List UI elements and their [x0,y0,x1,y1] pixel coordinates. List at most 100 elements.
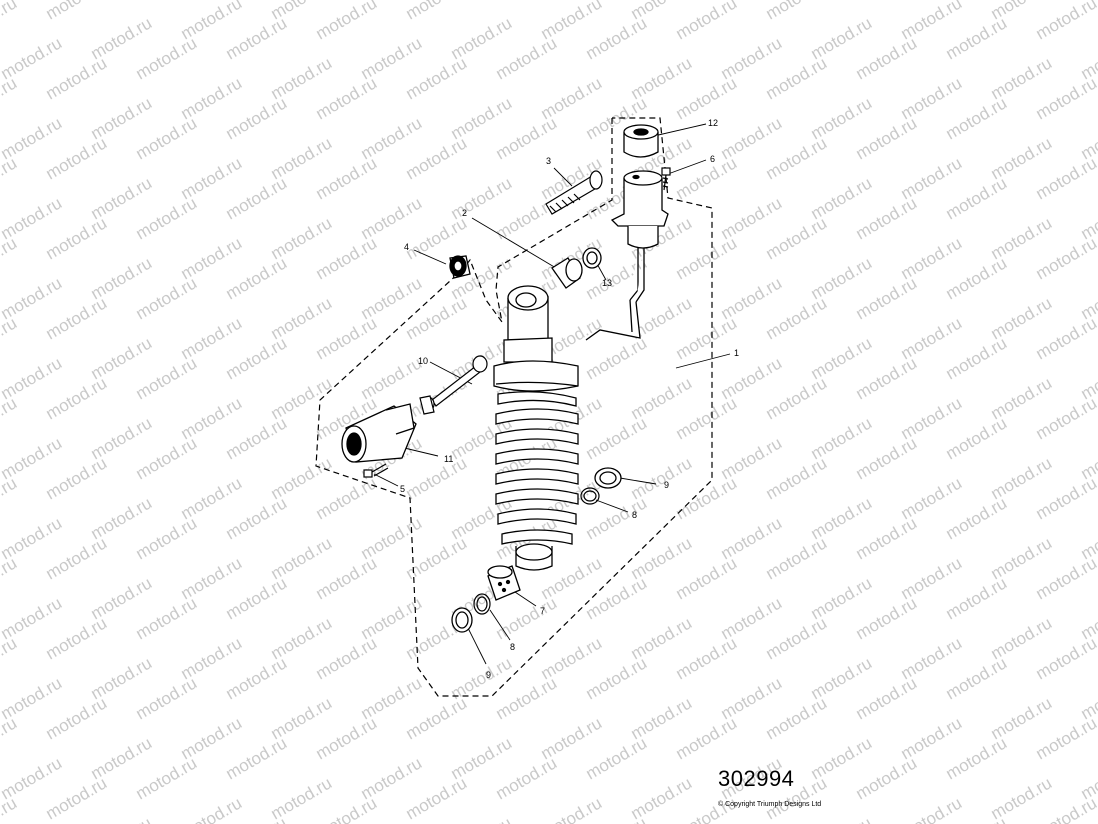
watermark-text: motod.ru [313,473,381,523]
watermark-text: motod.ru [223,493,291,543]
watermark-text: motod.ru [313,73,381,123]
watermark-text: motod.ru [763,293,831,343]
watermark-text: motod.ru [0,73,20,123]
watermark-text: motod.ru [43,693,111,743]
leader-lines [373,123,731,665]
watermark-text: motod.ru [1033,313,1098,363]
callout-6: 6 [710,154,715,164]
watermark-text: motod.ru [1033,233,1098,283]
watermark-text: motod.ru [0,313,20,363]
watermark-text: motod.ru [133,353,201,403]
watermark-text: motod.ru [0,0,20,43]
part-12-bump-rubber [623,124,659,158]
watermark-text: motod.ru [0,793,20,824]
watermark-text: motod.ru [943,333,1011,383]
watermark-text: motod.ru [403,773,471,823]
watermark-text: motod.ru [43,613,111,663]
copyright-notice: © Copyright Triumph Designs Ltd [718,801,822,808]
part-7-bush [487,565,521,601]
watermark-text: motod.ru [943,413,1011,463]
watermark-text: motod.ru [223,333,291,383]
watermark-text: motod.ru [853,593,921,643]
watermark-text: motod.ru [763,693,831,743]
watermark-text: motod.ru [673,793,741,824]
watermark-text: motod.ru [583,653,651,703]
watermark-text: motod.ru [133,433,201,483]
remote-reservoir [585,170,669,341]
watermark-text: motod.ru [403,693,471,743]
watermark-text: motod.ru [0,553,20,603]
watermark-text: motod.ru [313,0,381,43]
watermark-text: motod.ru [853,673,921,723]
callout-8-lower: 8 [510,642,515,652]
watermark-text: motod.ru [43,213,111,263]
watermark-text: motod.ru [673,393,741,443]
watermark-text: motod.ru [853,113,921,163]
watermark-text: motod.ru [223,13,291,63]
watermark-text: motod.ru [853,193,921,243]
watermark-text: motod.ru [808,813,876,824]
callout-13: 13 [602,278,612,288]
watermark-text: motod.ru [0,633,20,683]
watermark-text: motod.ru [43,293,111,343]
callout-9-upper: 9 [664,480,669,490]
watermark-text: motod.ru [673,233,741,283]
watermark-text: motod.ru [493,753,561,803]
watermark-text: motod.ru [1033,0,1098,43]
watermark-text: motod.ru [853,273,921,323]
callout-10: 10 [418,356,428,366]
part-9-washer-lower [451,607,473,633]
watermark-text: motod.ru [43,453,111,503]
watermark-text: motod.ru [88,813,156,824]
watermark-text: motod.ru [853,0,921,3]
watermark-text: motod.ru [943,253,1011,303]
watermark-text: motod.ru [763,533,831,583]
watermark-text: motod.ru [673,0,741,43]
watermark-text: motod.ru [763,373,831,423]
watermark-text: motod.ru [943,493,1011,543]
watermark-text: motod.ru [1078,0,1098,3]
watermark-text: motod.ru [43,533,111,583]
watermark-text: motod.ru [133,593,201,643]
watermark-text: motod.ru [673,73,741,123]
watermark-text: motod.ru [673,153,741,203]
callout-9-lower: 9 [486,670,491,680]
watermark-text: motod.ru [673,713,741,763]
watermark-text: motod.ru [538,793,606,824]
watermark-text: motod.ru [763,133,831,183]
watermark-text: motod.ru [1033,793,1098,824]
watermark-text: motod.ru [133,193,201,243]
watermark-text: motod.ru [133,273,201,323]
watermark-text: motod.ru [133,513,201,563]
watermark-text: motod.ru [0,233,20,283]
watermark-text: motod.ru [943,733,1011,783]
callout-labels: 1 2 3 4 5 6 7 8 8 9 9 10 11 12 13 [400,118,739,680]
watermark-text: motod.ru [313,633,381,683]
watermark-text: motod.ru [133,0,201,3]
watermark-text: motod.ru [1033,393,1098,443]
watermark-text: motod.ru [583,573,651,623]
watermark-text: motod.ru [313,793,381,824]
watermark-text: motod.ru [583,13,651,63]
watermark-text: motod.ru [0,153,20,203]
watermark-text: motod.ru [133,33,201,83]
watermark-text: motod.ru [1033,73,1098,123]
callout-12: 12 [708,118,718,128]
watermark-text: motod.ru [943,573,1011,623]
watermark-text: motod.ru [43,0,111,23]
watermark-text: motod.ru [223,573,291,623]
watermark-text: motod.ru [853,33,921,83]
watermark-text: motod.ru [673,473,741,523]
watermark-text: motod.ru [493,673,561,723]
watermark-text: motod.ru [133,113,201,163]
watermark-text: motod.ru [223,253,291,303]
callout-4: 4 [404,242,409,252]
watermark-text: motod.ru [313,553,381,603]
watermark-text: motod.ru [43,53,111,103]
watermark-text: motod.ru [763,613,831,663]
watermark-text: motod.ru [1033,713,1098,763]
watermark-text: motod.ru [223,733,291,783]
watermark-text: motod.ru [1033,553,1098,603]
watermark-text: motod.ru [673,633,741,683]
